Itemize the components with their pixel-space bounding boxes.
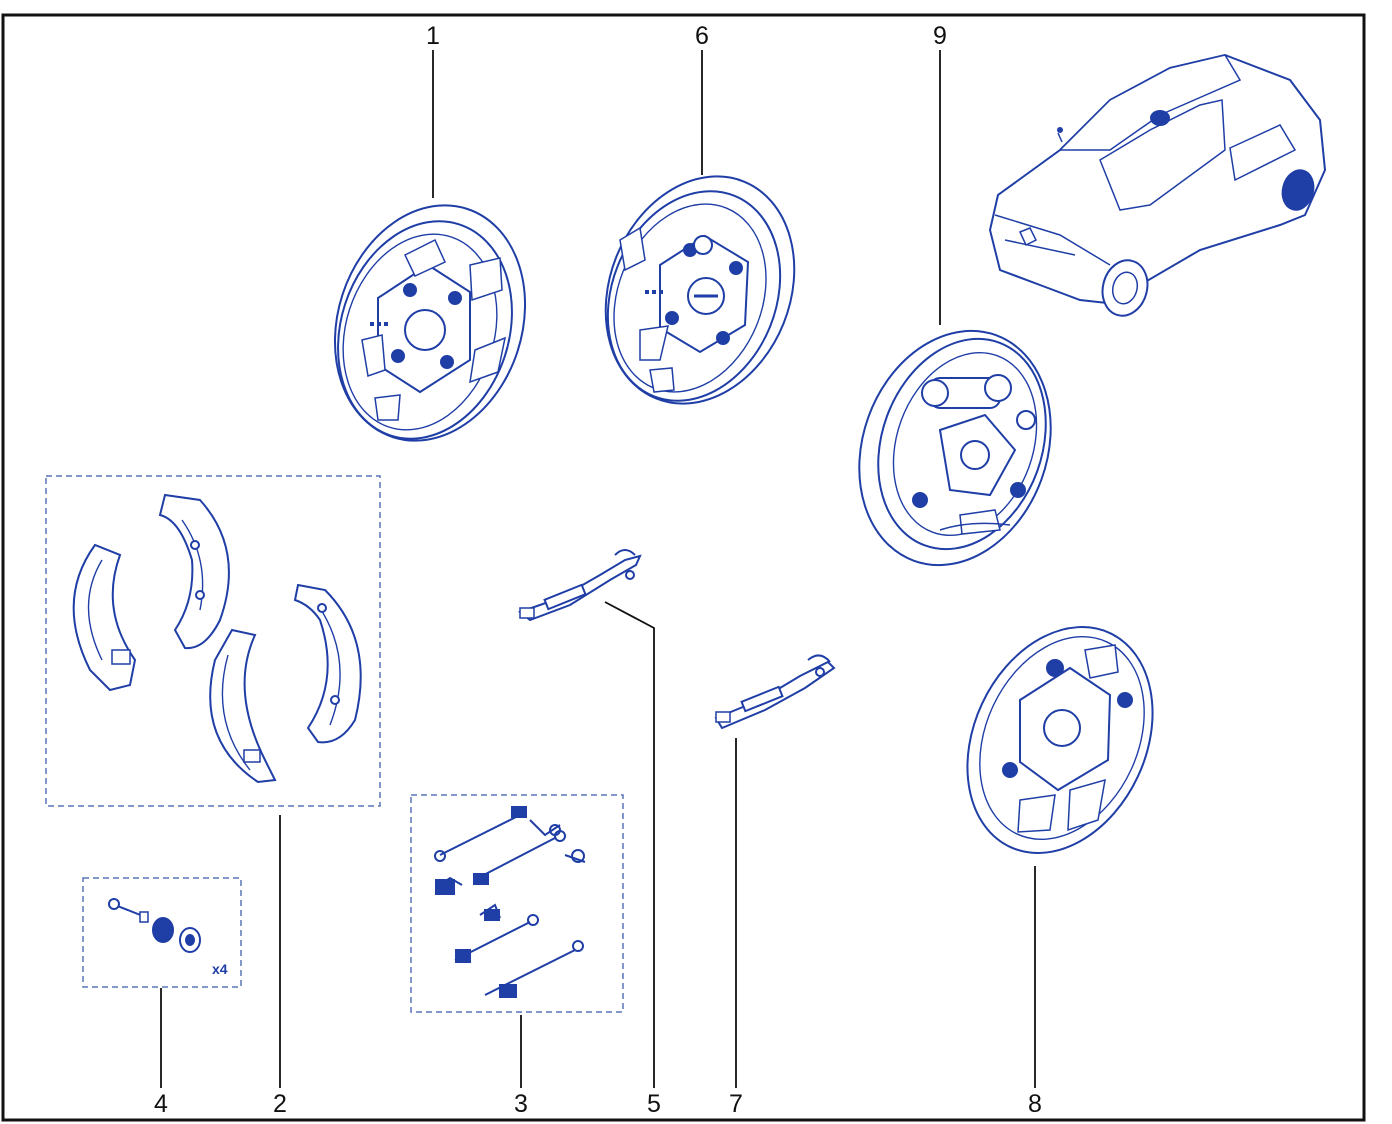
group-box-spring-kit (410, 794, 624, 1013)
brake-backing-plate-lower-icon (966, 626, 1154, 854)
callout-8: 8 (1028, 1090, 1042, 1118)
pins-quantity-label: x4 (212, 961, 228, 977)
group-box-retaining-pins (82, 877, 242, 988)
retaining-pin-icon (108, 898, 201, 953)
callout-2: 2 (273, 1090, 287, 1118)
brake-backing-plate-rear-icon (604, 175, 796, 405)
callout-1: 1 (426, 22, 440, 50)
callout-5: 5 (647, 1090, 661, 1118)
callout-6: 6 (695, 22, 709, 50)
leader-5 (604, 601, 655, 1088)
callout-4: 4 (154, 1090, 168, 1118)
diagram-frame (1, 13, 1366, 1122)
adjuster-strut-right-icon (714, 654, 836, 730)
brake-drum-assembly-icon (858, 329, 1052, 567)
spring-kit-icon (434, 806, 586, 998)
brake-backing-plate-icon (333, 204, 527, 442)
car-icon (988, 53, 1327, 317)
callout-3: 3 (514, 1090, 528, 1118)
callout-9: 9 (933, 22, 947, 50)
adjuster-strut-icon (517, 549, 642, 622)
group-boxes (45, 475, 624, 1013)
leader-lines (160, 50, 1036, 1088)
callout-7: 7 (729, 1090, 743, 1118)
group-box-brake-shoes (45, 475, 381, 807)
brake-shoe-icon (72, 493, 362, 784)
